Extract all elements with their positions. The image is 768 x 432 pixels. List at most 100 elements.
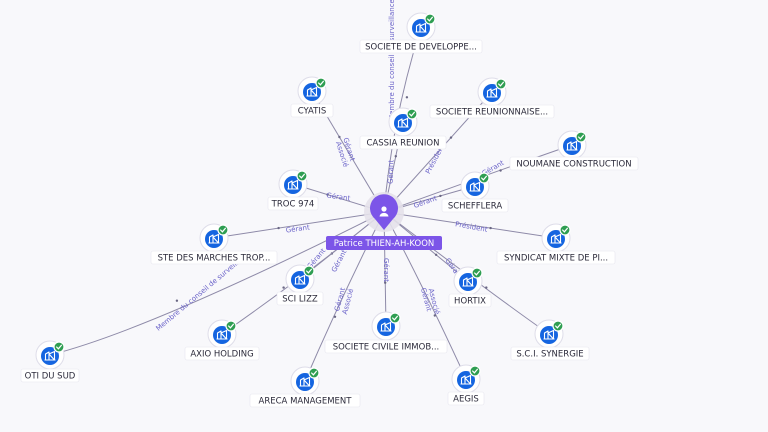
- check-icon: [308, 367, 320, 379]
- edge-sci-synergie: [383, 211, 550, 335]
- company-label: CYATIS: [298, 107, 327, 117]
- company-node-axio-holding[interactable]: AXIO HOLDING: [184, 319, 260, 361]
- node-label-bg: [324, 339, 448, 354]
- edge-label: Gérant: [285, 223, 310, 234]
- company-icon: [41, 347, 59, 365]
- center-label-bg: [326, 236, 442, 250]
- company-icon: [457, 371, 475, 389]
- edge-arrow: [277, 226, 280, 230]
- company-icon: [284, 176, 302, 194]
- check-icon: [225, 320, 237, 332]
- edge-oti-du-sud: [49, 211, 385, 356]
- node-label-bg: [20, 368, 80, 383]
- edge-syndicat-mixte: [383, 211, 557, 239]
- edge-areca-management: [304, 211, 385, 382]
- edge-arrow: [333, 315, 337, 318]
- check-icon: [559, 224, 571, 236]
- edge-arrow: [433, 314, 436, 317]
- edge-ste-des-marches: [213, 211, 385, 239]
- company-node-syndicat-mixte[interactable]: SYNDICAT MIXTE DE PI...: [496, 223, 616, 265]
- edge-noumane-construction: [383, 144, 573, 213]
- company-icon: [466, 178, 484, 196]
- company-node-sci-synergie[interactable]: S.C.I. SYNERGIE: [510, 319, 590, 361]
- company-label: SOCIETE DE DEVELOPPE...: [365, 43, 477, 53]
- center-person-label: Patrice THIEN-AH-KOON: [334, 239, 435, 249]
- company-label: SCHEFFLERA: [448, 202, 503, 212]
- edge-arrow: [394, 155, 397, 158]
- center-person-node[interactable]: Patrice THIEN-AH-KOON: [326, 192, 442, 250]
- company-node-cyatis[interactable]: CYATIS: [290, 76, 334, 118]
- company-node-cassia-reunion[interactable]: CASSIA REUNION: [359, 107, 447, 150]
- company-label: OTI DU SUD: [25, 372, 76, 382]
- company-label: STE DES MARCHES TROP...: [158, 254, 271, 264]
- node-label-bg: [496, 250, 616, 265]
- company-node-sci-lizz[interactable]: SCI LIZZ: [276, 264, 324, 306]
- check-icon: [495, 78, 507, 90]
- company-icon: [213, 326, 231, 344]
- check-icon: [478, 172, 490, 184]
- node-label-bg: [509, 156, 639, 171]
- edge-aegis: [383, 211, 467, 380]
- check-icon: [469, 365, 481, 377]
- company-node-areca-management[interactable]: ARECA MANAGEMENT: [249, 366, 361, 408]
- location-pin-shape: [370, 194, 398, 230]
- company-node-noumane-construction[interactable]: NOUMANE CONSTRUCTION: [509, 130, 639, 171]
- company-node-societe-de-developpe[interactable]: SOCIETE DE DEVELOPPE...: [359, 12, 483, 54]
- company-label: SOCIETE CIVILE IMMOB...: [333, 343, 440, 353]
- node-label-bg: [276, 291, 324, 306]
- node-label-bg: [150, 250, 278, 265]
- check-icon: [217, 224, 229, 236]
- check-icon: [389, 312, 401, 324]
- company-icon: [540, 326, 558, 344]
- company-icon: [205, 230, 223, 248]
- edge-arrow: [449, 136, 453, 139]
- node-label-bg: [249, 393, 361, 408]
- edge-arrow: [338, 135, 341, 139]
- company-icon: [303, 83, 321, 101]
- node-label-bg: [290, 103, 334, 118]
- company-node-oti-du-sud[interactable]: OTI DU SUD: [20, 340, 80, 383]
- company-icon: [296, 373, 314, 391]
- company-label: AEGIS: [453, 395, 479, 405]
- company-icon: [563, 137, 581, 155]
- company-label: TROC 974: [271, 200, 315, 210]
- node-label-bg: [359, 39, 483, 54]
- node-label-bg: [267, 196, 319, 211]
- edges-layer: Membre du conseil de surveillanceGérantA…: [49, 0, 573, 382]
- check-icon: [575, 131, 587, 143]
- company-label: HORTIX: [454, 297, 486, 307]
- company-node-societe-civile-immob[interactable]: SOCIETE CIVILE IMMOB...: [324, 311, 448, 354]
- edge-arrow: [405, 96, 409, 99]
- edge-arrow: [384, 281, 387, 284]
- company-node-societe-reunionnaise[interactable]: SOCIETE REUNIONNAISE...: [429, 77, 555, 119]
- company-node-aegis[interactable]: AEGIS: [447, 364, 485, 406]
- check-icon: [552, 320, 564, 332]
- company-node-schefflera[interactable]: SCHEFFLERA: [441, 171, 509, 213]
- edge-label: Gérant: [326, 191, 351, 202]
- company-node-ste-des-marches[interactable]: STE DES MARCHES TROP...: [150, 223, 278, 265]
- company-label: ARECA MANAGEMENT: [259, 397, 353, 407]
- check-icon: [53, 341, 65, 353]
- node-label-bg: [441, 198, 509, 213]
- edge-label: Gérant: [382, 258, 390, 282]
- nodes-layer: SOCIETE DE DEVELOPPE... CYATIS CASSIA REUN…: [20, 12, 639, 408]
- check-icon: [424, 13, 436, 25]
- edge-label: Membre du conseil de surveillance: [388, 0, 396, 121]
- company-icon: [377, 318, 395, 336]
- node-label-bg: [448, 293, 492, 308]
- check-icon: [303, 265, 315, 277]
- edge-arrow: [499, 169, 502, 172]
- company-icon: [412, 19, 430, 37]
- company-node-hortix[interactable]: HORTIX: [448, 266, 492, 308]
- edge-label: Gérant: [387, 160, 396, 185]
- node-label-bg: [429, 104, 555, 119]
- edge-arrow: [489, 226, 492, 230]
- edge-arrow: [485, 286, 488, 289]
- check-icon: [406, 108, 418, 120]
- company-icon: [394, 114, 412, 132]
- node-label-bg: [184, 346, 260, 361]
- check-icon: [471, 267, 483, 279]
- company-node-troc-974[interactable]: TROC 974: [267, 169, 319, 211]
- edge-arrow: [434, 253, 438, 256]
